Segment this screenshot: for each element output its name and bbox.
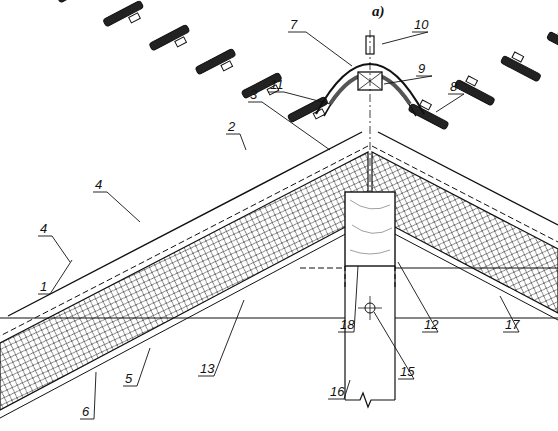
batten (129, 13, 141, 23)
callout-number: 9 (418, 62, 425, 76)
callout-number: 11 (270, 78, 284, 92)
callout-number: 7 (290, 18, 297, 32)
callout-number: 2 (228, 120, 235, 134)
callout-number: 1 (40, 280, 47, 294)
callout-number: 3 (250, 88, 257, 102)
callout-number: 12 (424, 318, 438, 332)
roof-tile (149, 24, 190, 50)
callout-number: 10 (414, 18, 428, 32)
figure-label: a) (372, 4, 385, 18)
batten (466, 76, 478, 86)
callout-number: 4 (95, 178, 102, 192)
callout-number: 15 (400, 365, 414, 379)
callout-number: 18 (340, 318, 354, 332)
callout-number: 5 (125, 372, 132, 386)
callout-number: 16 (330, 385, 344, 399)
roof-tile (195, 48, 236, 74)
callout-number: 17 (505, 318, 519, 332)
batten (512, 52, 524, 62)
roof-tile (57, 0, 98, 3)
roof-tile (546, 31, 558, 57)
roof-tile (103, 0, 144, 26)
batten (175, 37, 187, 47)
batten (221, 61, 233, 71)
callout-number: 13 (200, 362, 214, 376)
callout-number: 8 (450, 80, 457, 94)
callout-number: 4 (40, 222, 47, 236)
callout-number: 6 (82, 405, 89, 419)
roof-tile (287, 96, 328, 122)
